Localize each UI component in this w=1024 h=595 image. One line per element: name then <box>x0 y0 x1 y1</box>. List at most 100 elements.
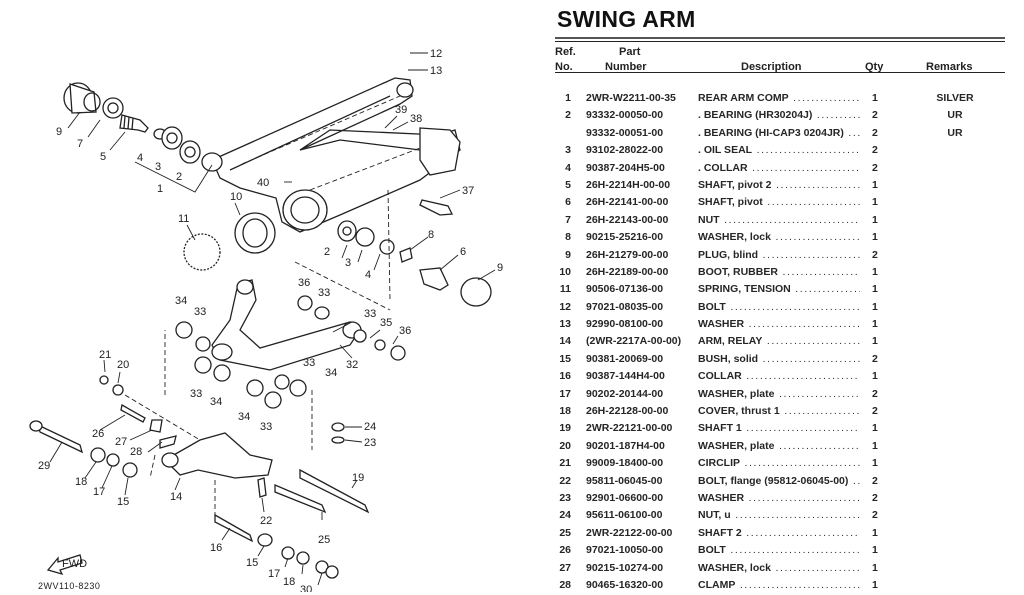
leader-dots: ........................................ <box>782 265 860 278</box>
description-text: ARM, RELAY <box>698 335 763 348</box>
table-row: 4 90387-204H5-00 . COLLAR ..............… <box>555 161 1024 178</box>
ref-number: 5 <box>565 178 571 191</box>
part-number: 93332-00051-00 <box>586 126 664 139</box>
callout-9-right: 9 <box>497 262 503 274</box>
callout-18-right: 18 <box>283 576 295 588</box>
part-number: 92901-06600-00 <box>586 491 664 504</box>
callout-20: 20 <box>117 359 129 371</box>
callout-22: 22 <box>260 515 272 527</box>
leader-dots: ........................................ <box>724 213 860 226</box>
part-description: SHAFT 1 ................................… <box>698 422 860 434</box>
leader-dots: ........................................ <box>816 109 860 122</box>
callout-26: 26 <box>92 428 104 440</box>
part-description: NUT, u .................................… <box>698 509 860 521</box>
part-number: 2WR-22122-00-00 <box>586 526 673 539</box>
ref-number: 16 <box>559 370 571 383</box>
ref-number: 27 <box>559 561 571 574</box>
part-description: . BEARING (HI-CAP3 0204JR) .............… <box>698 127 860 139</box>
leader-dots: ........................................ <box>752 161 860 174</box>
description-text: WASHER, plate <box>698 387 775 400</box>
description-text: BUSH, solid <box>698 352 759 365</box>
ref-number: 19 <box>559 422 571 435</box>
callout-28: 28 <box>130 446 142 458</box>
header-ref-line1: Ref. <box>555 46 576 58</box>
callout-16: 16 <box>210 542 222 554</box>
part-description: BUSH, solid ............................… <box>698 353 860 365</box>
table-row: 7 26H-22143-00-00 NUT ..................… <box>555 213 1024 230</box>
callout-13: 13 <box>430 65 442 77</box>
leader-dots: ........................................ <box>793 92 860 104</box>
table-header: Ref. No. Part Number Description Qty Rem… <box>555 42 1024 73</box>
callout-34-lower: 34 <box>238 411 250 423</box>
leader-dots: ........................................ <box>744 457 860 470</box>
part-description: . OIL SEAL .............................… <box>698 144 860 156</box>
callout-33-upper: 33 <box>318 287 330 299</box>
leader-dots: ........................................ <box>746 422 860 435</box>
quantity: 1 <box>872 335 878 348</box>
quantity: 1 <box>872 92 878 104</box>
part-description: ARM, RELAY .............................… <box>698 335 860 347</box>
callout-40: 40 <box>257 177 269 189</box>
ref-number: 10 <box>559 265 571 278</box>
callout-38: 38 <box>410 113 422 125</box>
callout-14: 14 <box>170 491 182 503</box>
description-text: NUT <box>698 213 720 226</box>
callout-2-right: 2 <box>324 246 330 258</box>
ref-number: 26 <box>559 544 571 557</box>
quantity: 1 <box>872 265 878 278</box>
quantity: 1 <box>872 300 878 313</box>
part-number: 2WR-W2211-00-35 <box>586 92 676 104</box>
part-number: 95611-06100-00 <box>586 509 663 522</box>
remarks: UR <box>947 109 963 122</box>
remarks: SILVER <box>936 92 974 104</box>
table-row: 18 26H-22128-00-00 COVER, thrust 1 .....… <box>555 404 1024 421</box>
table-row: 27 90215-10274-00 WASHER, lock .........… <box>555 561 1024 578</box>
part-description: PLUG, blind ............................… <box>698 249 860 261</box>
leader-dots: ........................................ <box>735 509 860 522</box>
description-text: WASHER, lock <box>698 561 771 574</box>
ref-number: 11 <box>559 283 571 296</box>
part-number: 26H-2214H-00-00 <box>586 178 671 191</box>
callout-39: 39 <box>395 104 407 116</box>
description-text: COLLAR <box>698 370 742 383</box>
ref-number: 4 <box>565 161 571 174</box>
quantity: 2 <box>872 352 878 365</box>
quantity: 1 <box>872 196 878 209</box>
callout-15-right: 15 <box>246 557 258 569</box>
callout-2-left: 2 <box>176 171 182 183</box>
part-number: 97021-10050-00 <box>586 544 664 557</box>
ref-number: 23 <box>559 491 571 504</box>
description-text: CLAMP <box>698 578 736 591</box>
description-text: . OIL SEAL <box>698 144 753 157</box>
callout-36-right: 36 <box>399 325 411 337</box>
part-description: WASHER, lock ...........................… <box>698 231 860 243</box>
ref-number: 21 <box>559 457 571 470</box>
header-qty: Qty <box>865 61 884 73</box>
ref-number: 1 <box>565 92 571 104</box>
part-description: . COLLAR ...............................… <box>698 162 860 174</box>
callout-1: 1 <box>157 183 163 195</box>
part-description: COLLAR .................................… <box>698 370 860 382</box>
callout-34-lower-left: 34 <box>210 396 222 408</box>
callout-12: 12 <box>430 48 442 60</box>
quantity: 1 <box>872 370 878 383</box>
ref-number: 6 <box>565 196 571 209</box>
leader-dots: ........................................ <box>767 196 860 209</box>
part-number: 90201-187H4-00 <box>586 439 665 452</box>
remarks: UR <box>947 126 963 139</box>
quantity: 2 <box>872 491 878 504</box>
callout-19: 19 <box>352 472 364 484</box>
leader-dots: ........................................ <box>852 474 860 487</box>
relay-arm <box>29 375 370 579</box>
leader-dots: ........................................ <box>848 126 860 139</box>
description-text: SHAFT, pivot <box>698 196 763 209</box>
parts-table-body: 1 2WR-W2211-00-35 REAR ARM COMP ........… <box>555 91 1024 595</box>
table-row: 24 95611-06100-00 NUT, u ...............… <box>555 508 1024 525</box>
leader-dots: ........................................ <box>775 231 860 244</box>
quantity: 1 <box>872 283 878 296</box>
part-description: COVER, thrust 1 ........................… <box>698 405 860 417</box>
quantity: 1 <box>872 457 878 470</box>
callout-7: 7 <box>77 138 83 150</box>
description-text: . BEARING (HI-CAP3 0204JR) <box>698 126 844 139</box>
quantity: 1 <box>872 439 878 452</box>
